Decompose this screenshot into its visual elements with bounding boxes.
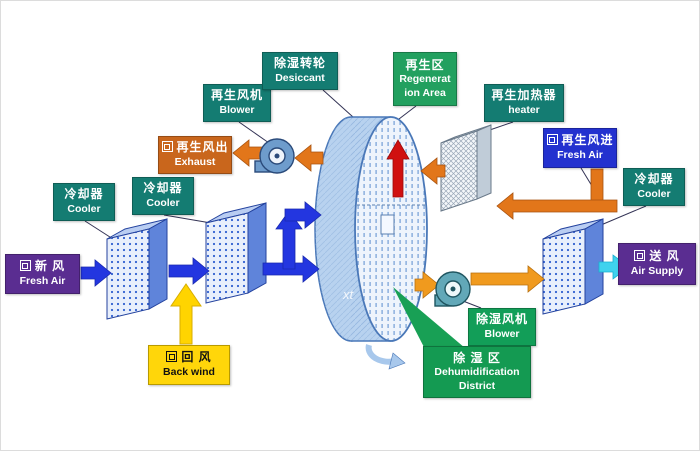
label-en: Dehumidification District (434, 366, 520, 392)
label-en: Fresh Air (19, 274, 66, 287)
label-zh: 新 风 (34, 259, 66, 274)
label-en: heater (508, 103, 540, 116)
label-en: Air Supply (630, 264, 684, 277)
label-en: Desiccant (275, 71, 325, 84)
air-port-icon (546, 134, 558, 146)
pointer-lines (84, 89, 647, 309)
label-zh: 再生风出 (176, 140, 229, 155)
cooler-left-2-graphic (205, 202, 267, 304)
hot-air-arrow (386, 139, 410, 198)
dehumid-out-arrows (414, 265, 545, 299)
label-dehumid-blower: 除湿风机 Blower (468, 308, 536, 346)
label-cooler-left-2: 冷却器 Cooler (132, 177, 194, 215)
desiccant-wheel-graphic (314, 116, 428, 370)
label-zh: 冷却器 (64, 187, 104, 202)
process-air-arrows (80, 201, 322, 287)
label-zh: 再生风进 (561, 133, 614, 148)
label-cooler-left-1: 冷却器 Cooler (53, 183, 115, 221)
label-regen-fresh-air: 再生风进 Fresh Air (543, 128, 617, 168)
label-zh: 再生风机 (210, 88, 263, 103)
label-zh: 再生区 (405, 57, 445, 72)
dehumid-blower-graphic (434, 271, 471, 307)
label-en: Back wind (163, 365, 215, 378)
label-dehumid-district: 除 湿 区 Dehumidification District (423, 346, 531, 398)
label-air-supply: 送 风 Air Supply (618, 243, 696, 285)
dehumid-district-pointer (393, 287, 465, 353)
label-zh: 回 风 (181, 350, 212, 365)
label-en: Cooler (637, 187, 671, 200)
label-en: Regeneration Area (399, 73, 451, 99)
label-zh: 冷却器 (143, 181, 183, 196)
label-desiccant-wheel: 除湿转轮 Desiccant (262, 52, 338, 90)
cooler-right-graphic (542, 218, 604, 315)
label-regen-heater: 再生加热器 heater (484, 84, 564, 122)
label-fresh-air-in: 新 风 Fresh Air (5, 254, 80, 294)
label-zh: 送 风 (649, 249, 680, 264)
label-back-wind: 回 风 Back wind (148, 345, 230, 385)
regen-air-arrows (232, 139, 618, 220)
cooler-left-1-graphic (106, 218, 168, 320)
label-regeneration-area: 再生区 Regeneration Area (393, 52, 457, 106)
label-en: Blower (484, 327, 520, 340)
label-exhaust: 再生风出 Exhaust (158, 136, 232, 174)
label-zh: 再生加热器 (491, 88, 557, 103)
label-zh: 冷却器 (634, 172, 674, 187)
watermark-text: xt (343, 287, 354, 302)
air-port-icon (161, 141, 173, 153)
regen-heater-graphic (440, 124, 492, 212)
label-en: Exhaust (174, 155, 216, 168)
return-air-arrow (170, 283, 202, 345)
label-cooler-right: 冷却器 Cooler (623, 168, 685, 206)
label-zh: 除湿风机 (475, 312, 528, 327)
label-regen-blower: 再生风机 Blower (203, 84, 271, 122)
air-port-icon (634, 250, 646, 262)
regen-blower-graphic (254, 138, 295, 174)
label-en: Fresh Air (557, 148, 603, 161)
label-en: Cooler (67, 202, 101, 215)
label-en: Blower (219, 103, 255, 116)
label-zh: 除湿转轮 (273, 56, 326, 71)
air-port-icon (166, 351, 178, 363)
label-zh: 除 湿 区 (453, 350, 501, 365)
air-port-icon (19, 260, 31, 272)
label-en: Cooler (146, 196, 180, 209)
